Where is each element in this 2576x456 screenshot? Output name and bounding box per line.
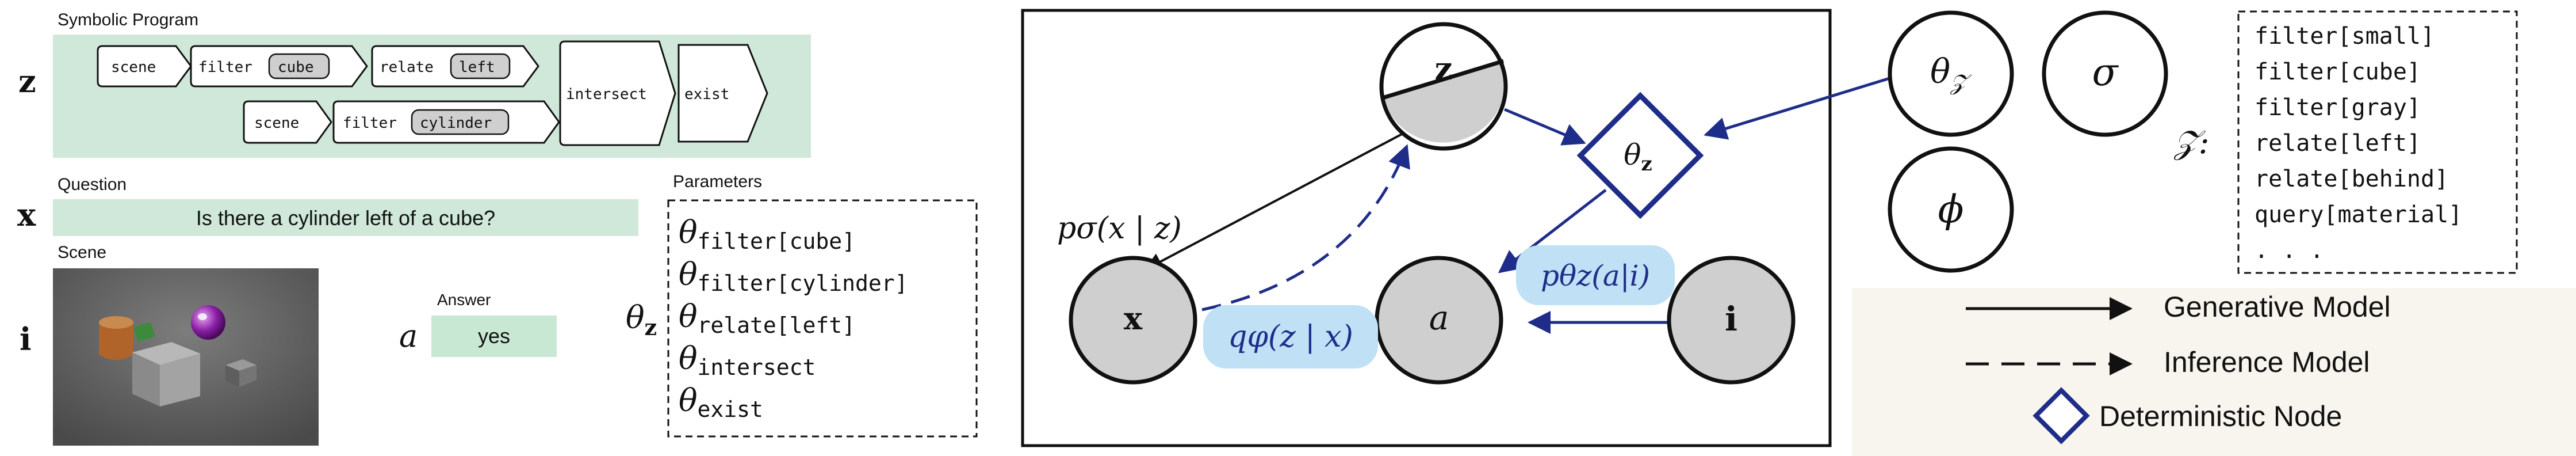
program-text: scene xyxy=(111,59,156,76)
Z-set-item: relate[behind] xyxy=(2255,166,2448,192)
program-block-relate-left: relate left xyxy=(371,45,539,88)
program-text: exist xyxy=(684,86,729,103)
node-z: z xyxy=(1379,22,1508,151)
question-label: Question xyxy=(58,175,127,194)
program-block-intersect: intersect xyxy=(559,40,676,146)
Z-set-item: filter[cube] xyxy=(2255,59,2421,85)
node-i: i xyxy=(1667,256,1796,385)
program-text: filter xyxy=(198,59,252,76)
node-phi: ϕ xyxy=(1888,146,2014,273)
program-text: filter xyxy=(343,115,397,132)
i-symbol: i xyxy=(20,321,32,358)
scene-label: Scene xyxy=(58,243,106,262)
answer-label: Answer xyxy=(437,291,491,309)
node-x: x xyxy=(1069,256,1197,385)
program-text: relate xyxy=(380,59,434,76)
q-phi-highlight xyxy=(1203,305,1378,368)
Z-set-list: filter[small] filter[cube] filter[gray] … xyxy=(2255,23,2462,264)
theta-node-label: θz xyxy=(1624,138,1652,176)
question-text: Is there a cylinder left of a cube? xyxy=(196,206,495,230)
program-text: scene xyxy=(254,115,299,132)
node-theta-Z: θ𝒵 xyxy=(1888,10,2014,137)
Z-set-item: relate[left] xyxy=(2255,130,2421,157)
legend-background xyxy=(1852,288,2576,456)
parameters-list: θfilter[cube] θfilter[cylinder] θrelate[… xyxy=(679,214,908,422)
edge-z-to-x xyxy=(1144,126,1417,271)
parameter-item: θfilter[cube] xyxy=(679,214,855,254)
Z-set-item: query[material] xyxy=(2255,202,2462,228)
node-z-label: z xyxy=(1435,50,1453,87)
tag-chip xyxy=(411,109,510,135)
program-text: intersect xyxy=(566,86,647,103)
theta-z-symbol: θz xyxy=(626,299,657,340)
answer-box xyxy=(431,316,557,357)
legend-inference-label: Inference Model xyxy=(2164,346,2370,378)
legend-generative-label: Generative Model xyxy=(2164,291,2391,323)
x-symbol: x xyxy=(17,196,36,233)
program-block-scene-1: scene xyxy=(97,45,192,88)
edge-thetaZ-to-theta xyxy=(1704,75,1894,140)
edge-theta-to-a xyxy=(1498,189,1607,273)
program-block-filter-cylinder: filter cylinder xyxy=(332,100,560,144)
q-phi-label: qφ(z | x) xyxy=(1228,320,1353,354)
Z-set-item: filter[small] xyxy=(2255,23,2435,50)
tag-text: left xyxy=(459,59,495,76)
answer-text: yes xyxy=(478,324,510,348)
p-sigma-label: pσ(x | z) xyxy=(1057,211,1182,246)
z-symbol: z xyxy=(18,63,36,100)
phi-label: ϕ xyxy=(1938,187,1964,231)
tag-text: cylinder xyxy=(420,115,492,132)
question-box xyxy=(53,199,638,236)
Z-set-label: 𝒵: xyxy=(2173,124,2209,161)
parameters-box xyxy=(667,199,978,438)
edge-z-to-theta xyxy=(1504,108,1586,146)
edge-x-to-z-inference xyxy=(1201,144,1410,311)
sigma-label: σ xyxy=(2092,50,2119,94)
Z-set-box xyxy=(2237,10,2518,274)
a-symbol: a xyxy=(399,318,418,354)
node-theta-z-diamond: θz xyxy=(1576,92,1704,219)
parameter-item: θrelate[left] xyxy=(679,298,855,338)
legend-diamond-icon xyxy=(2033,387,2090,444)
parameter-item: θfilter[cylinder] xyxy=(679,256,908,296)
scene-image xyxy=(53,268,319,446)
p-theta-highlight xyxy=(1516,245,1675,305)
legend: Generative Model Inference Model Determi… xyxy=(1966,291,2391,444)
program-block-exist: exist xyxy=(678,44,768,143)
program-block-scene-2: scene xyxy=(243,100,332,144)
parameters-label: Parameters xyxy=(673,172,762,191)
right-panel: θ𝒵 σ ϕ 𝒵: filter[small] filter[cube] fil… xyxy=(1704,10,2576,456)
parameter-item: θintersect xyxy=(679,340,816,380)
parameter-item: θexist xyxy=(679,382,763,422)
left-panel: Symbolic Program z scene filter cube rel… xyxy=(17,10,978,446)
tag-chip xyxy=(268,53,330,79)
node-a: a xyxy=(1375,256,1503,385)
legend-deterministic-label: Deterministic Node xyxy=(2099,400,2342,432)
node-i-label: i xyxy=(1725,299,1737,339)
node-sigma: σ xyxy=(2042,10,2168,137)
graphical-model: z θz x a i pσ(x | z) qφ(z | x) pθz(a|i) xyxy=(1021,9,1832,447)
p-theta-label: pθz(a|i) xyxy=(1541,259,1650,292)
node-a-label: a xyxy=(1429,298,1449,337)
tag-chip xyxy=(450,53,511,79)
node-x-label: x xyxy=(1124,300,1143,337)
Z-set-item: filter[gray] xyxy=(2255,94,2421,121)
symbolic-program-label: Symbolic Program xyxy=(58,10,198,29)
tag-text: cube xyxy=(278,59,314,76)
Z-set-item: . . . xyxy=(2255,237,2324,264)
program-block-filter-cube: filter cube xyxy=(190,45,368,88)
